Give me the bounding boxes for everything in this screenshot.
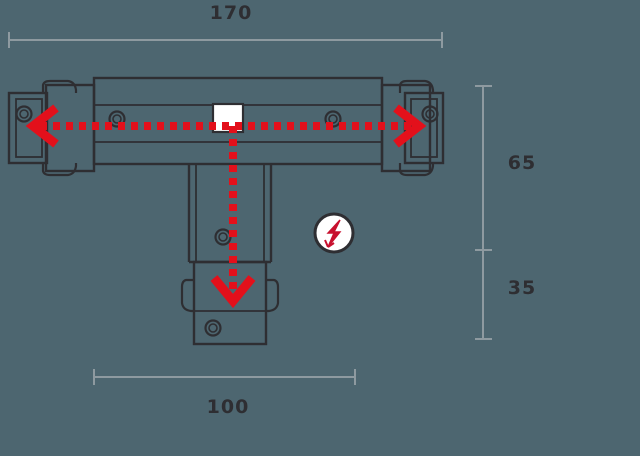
- screw-hole-bottom-cap: [204, 319, 222, 337]
- right-clip-bottom: [398, 163, 435, 177]
- bottom-clip-left: [180, 278, 194, 313]
- arrow-head-left: [25, 104, 59, 148]
- lightning-bolt-icon: [313, 212, 355, 254]
- dimension-label-100: 100: [206, 396, 250, 418]
- screw-hole-body-left: [108, 110, 126, 128]
- dimension-label-35: 35: [507, 277, 537, 299]
- bottom-clip-right: [266, 278, 280, 313]
- screw-hole-left-cap: [15, 105, 33, 123]
- screw-hole-stem: [214, 228, 232, 246]
- right-clip-top: [398, 79, 435, 93]
- arrow-head-down: [210, 275, 256, 309]
- left-clip-top: [41, 79, 78, 93]
- flow-arrow-horizontal: [25, 104, 427, 148]
- dimension-line-top: [8, 32, 443, 48]
- flow-arrow-vertical: [210, 126, 256, 309]
- dimension-label-65: 65: [507, 152, 537, 174]
- arrow-head-right: [393, 104, 427, 148]
- dimension-label-170: 170: [209, 2, 253, 24]
- left-clip-bottom: [41, 163, 78, 177]
- screw-holes: [15, 105, 439, 337]
- screw-hole-right-cap: [421, 105, 439, 123]
- dimension-line-right: [475, 85, 492, 340]
- lightning-bolt-tip: [324, 239, 335, 248]
- dimension-line-bottom: [93, 369, 356, 385]
